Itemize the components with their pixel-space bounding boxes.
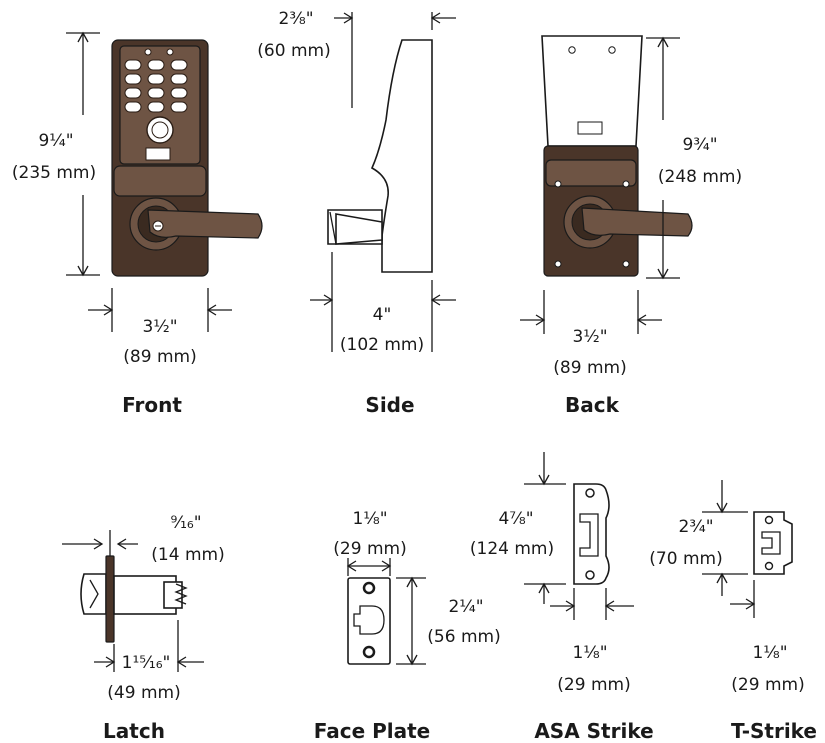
- back-height-value: 9³⁄₄": [682, 135, 717, 155]
- t-strike-width-metric: (29 mm): [731, 675, 804, 695]
- side-width-value: 4": [373, 305, 392, 325]
- front-height-metric: (235 mm): [12, 163, 96, 183]
- front-lock-drawing: [111, 39, 263, 277]
- back-height-dimension: 9³⁄₄" (248 mm): [646, 36, 742, 280]
- side-width-metric: (102 mm): [340, 335, 424, 355]
- faceplate-label: Face Plate: [314, 719, 431, 743]
- side-lock-drawing: [327, 39, 433, 273]
- back-width-value: 3¹⁄₂": [572, 327, 607, 347]
- latch-backset-value: ⁹⁄₁₆": [170, 513, 201, 533]
- back-width-metric: (89 mm): [553, 358, 626, 378]
- asa-strike-label: ASA Strike: [534, 719, 653, 743]
- t-strike-label: T-Strike: [731, 719, 817, 743]
- latch-length-metric: (49 mm): [107, 683, 180, 703]
- front-keypad: [124, 59, 188, 113]
- faceplate-width-value: 1¹⁄₈": [352, 509, 387, 529]
- t-strike-width-value: 1¹⁄₈": [752, 643, 787, 663]
- latch-length-value: 1¹⁵⁄₁₆": [122, 653, 171, 673]
- back-lock-drawing: [541, 35, 693, 277]
- t-strike-drawing: [753, 511, 793, 575]
- side-view-label: Side: [365, 393, 414, 417]
- back-width-dimension: 3¹⁄₂" (89 mm): [520, 290, 662, 378]
- latch-backset-dimension: ⁹⁄₁₆" (14 mm): [62, 513, 225, 565]
- asa-strike-width-value: 1¹⁄₈": [572, 643, 607, 663]
- back-height-metric: (248 mm): [658, 167, 742, 187]
- back-view: 9³⁄₄" (248 mm) 3¹⁄₂" (89 mm) Back: [520, 35, 742, 417]
- front-height-dimension: 9¹⁄₄" (235 mm): [12, 31, 100, 277]
- front-height-value: 9¹⁄₄": [38, 131, 73, 151]
- latch-backset-metric: (14 mm): [151, 545, 224, 565]
- asa-strike-height-dimension: 4⁷⁄₈" (124 mm): [470, 452, 566, 604]
- latch-label: Latch: [103, 719, 165, 743]
- t-strike-height-metric: (70 mm): [649, 549, 722, 569]
- faceplate-width-dimension: 1¹⁄₈" (29 mm): [333, 509, 407, 576]
- front-view: 9¹⁄₄" (235 mm) 3¹⁄₂" (89 mm) Front: [12, 31, 263, 417]
- side-depth-metric: (60 mm): [257, 41, 330, 61]
- back-view-label: Back: [565, 393, 620, 417]
- asa-strike-height-metric: (124 mm): [470, 539, 554, 559]
- latch-length-dimension: 1¹⁵⁄₁₆" (49 mm): [94, 620, 204, 703]
- t-strike-height-dimension: 2³⁄₄" (70 mm): [649, 480, 748, 596]
- asa-strike-width-metric: (29 mm): [557, 675, 630, 695]
- t-strike-height-value: 2³⁄₄": [678, 517, 713, 537]
- front-width-value: 3¹⁄₂": [142, 317, 177, 337]
- t-strike-view: 2³⁄₄" (70 mm) 1¹⁄₈" (29 mm) T-Strike: [649, 480, 817, 743]
- front-width-dimension: 3¹⁄₂" (89 mm): [88, 288, 232, 367]
- faceplate-width-metric: (29 mm): [333, 539, 406, 559]
- side-depth-dimension: 2³⁄₈" (60 mm): [257, 9, 456, 108]
- side-width-dimension: 4" (102 mm): [310, 252, 456, 355]
- faceplate-drawing: [347, 577, 391, 665]
- side-view: 2³⁄₈" (60 mm) 4" (102 mm) Side: [257, 9, 456, 417]
- front-view-label: Front: [122, 393, 182, 417]
- t-strike-width-dimension: 1¹⁄₈" (29 mm): [730, 580, 805, 695]
- faceplate-height-value: 2¹⁄₄": [448, 597, 483, 617]
- faceplate-view: 1¹⁄₈" (29 mm) 2¹⁄₄" (56 mm) Face Plate: [314, 509, 501, 743]
- latch-view: ⁹⁄₁₆" (14 mm) 1¹⁵⁄₁₆" (49 mm) Latch: [62, 513, 225, 743]
- faceplate-height-metric: (56 mm): [427, 627, 500, 647]
- faceplate-height-dimension: 2¹⁄₄" (56 mm): [396, 576, 501, 666]
- asa-strike-view: 4⁷⁄₈" (124 mm) 1¹⁄₈" (29 mm) ASA Strike: [470, 452, 654, 743]
- front-width-metric: (89 mm): [123, 347, 196, 367]
- side-depth-value: 2³⁄₈": [278, 9, 313, 29]
- latch-drawing: [80, 555, 188, 643]
- asa-strike-height-value: 4⁷⁄₈": [498, 509, 533, 529]
- asa-strike-drawing: [573, 483, 610, 585]
- asa-strike-width-dimension: 1¹⁄₈" (29 mm): [550, 588, 634, 695]
